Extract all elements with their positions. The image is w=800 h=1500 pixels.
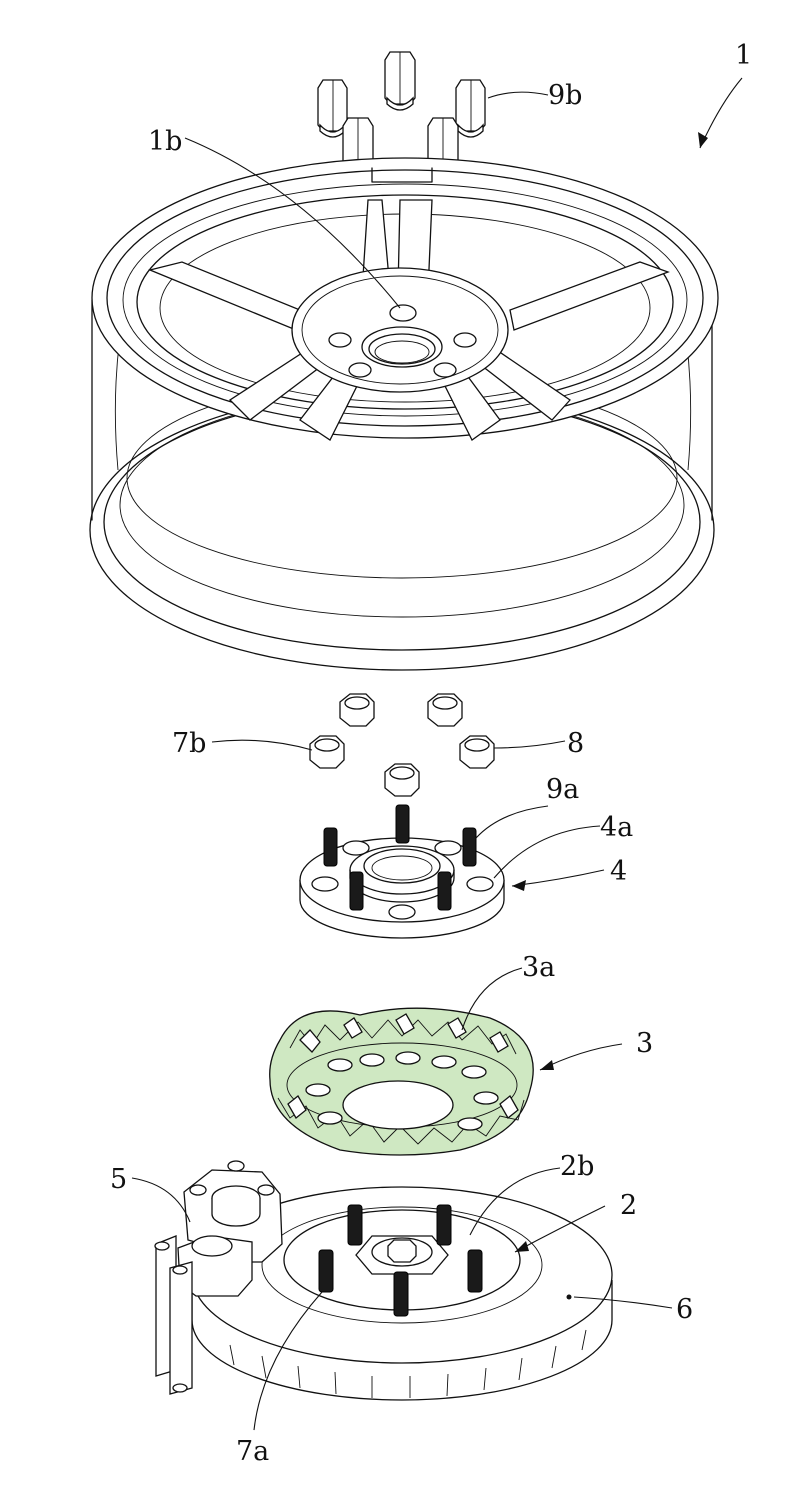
spacer-nut	[459, 735, 495, 769]
spacer-nut	[384, 763, 420, 797]
spacer-studs	[323, 804, 477, 911]
label-hub: 2	[620, 1190, 637, 1221]
rotor-vents	[229, 1329, 587, 1398]
hub-studs	[318, 1204, 483, 1317]
wheel-bolt-holes	[328, 304, 477, 378]
spacer-nut	[339, 693, 375, 727]
label-nut: 8	[567, 728, 584, 759]
label-spacer-stud: 9a	[546, 774, 579, 805]
label-hub-stud: 7a	[236, 1436, 269, 1467]
leader-lines	[131, 77, 743, 1431]
spacer-holes	[311, 840, 494, 920]
shim-tabs	[287, 1013, 519, 1119]
wheel-center-bore	[361, 326, 443, 368]
spacer-nut	[309, 735, 345, 769]
brake-shim	[269, 1007, 534, 1156]
shim-slots	[305, 1051, 499, 1131]
label-wheel-nut: 9b	[548, 80, 582, 111]
label-brake-shim: 3	[636, 1028, 653, 1059]
label-caliper: 5	[110, 1164, 127, 1195]
brake-caliper	[154, 1160, 283, 1395]
label-spacer-nut: 7b	[172, 728, 206, 759]
hub	[283, 1204, 521, 1317]
label-spacer-flange: 4a	[600, 812, 633, 843]
label-shim-opening: 3a	[522, 952, 555, 983]
label-wheel: 1	[735, 40, 752, 71]
label-rotor: 6	[676, 1294, 693, 1325]
label-hub-flange: 2b	[560, 1151, 594, 1182]
hub-center-nut	[355, 1235, 449, 1275]
wheel-nut	[384, 51, 416, 111]
spacer-nuts	[309, 693, 495, 797]
spacer-nut	[427, 693, 463, 727]
label-spacer: 4	[610, 856, 627, 887]
wheel-nut	[455, 79, 486, 138]
wheel	[89, 157, 719, 671]
reference-labels: 1 9b 1b 7b 8 9a 4a 4 3a 3 5 2b 2 6 7a	[110, 40, 752, 1467]
wheel-nuts	[317, 51, 486, 176]
label-hub-bolt-hole: 1b	[148, 126, 182, 157]
spacer-center-ring	[349, 845, 455, 903]
spacer	[299, 804, 505, 939]
